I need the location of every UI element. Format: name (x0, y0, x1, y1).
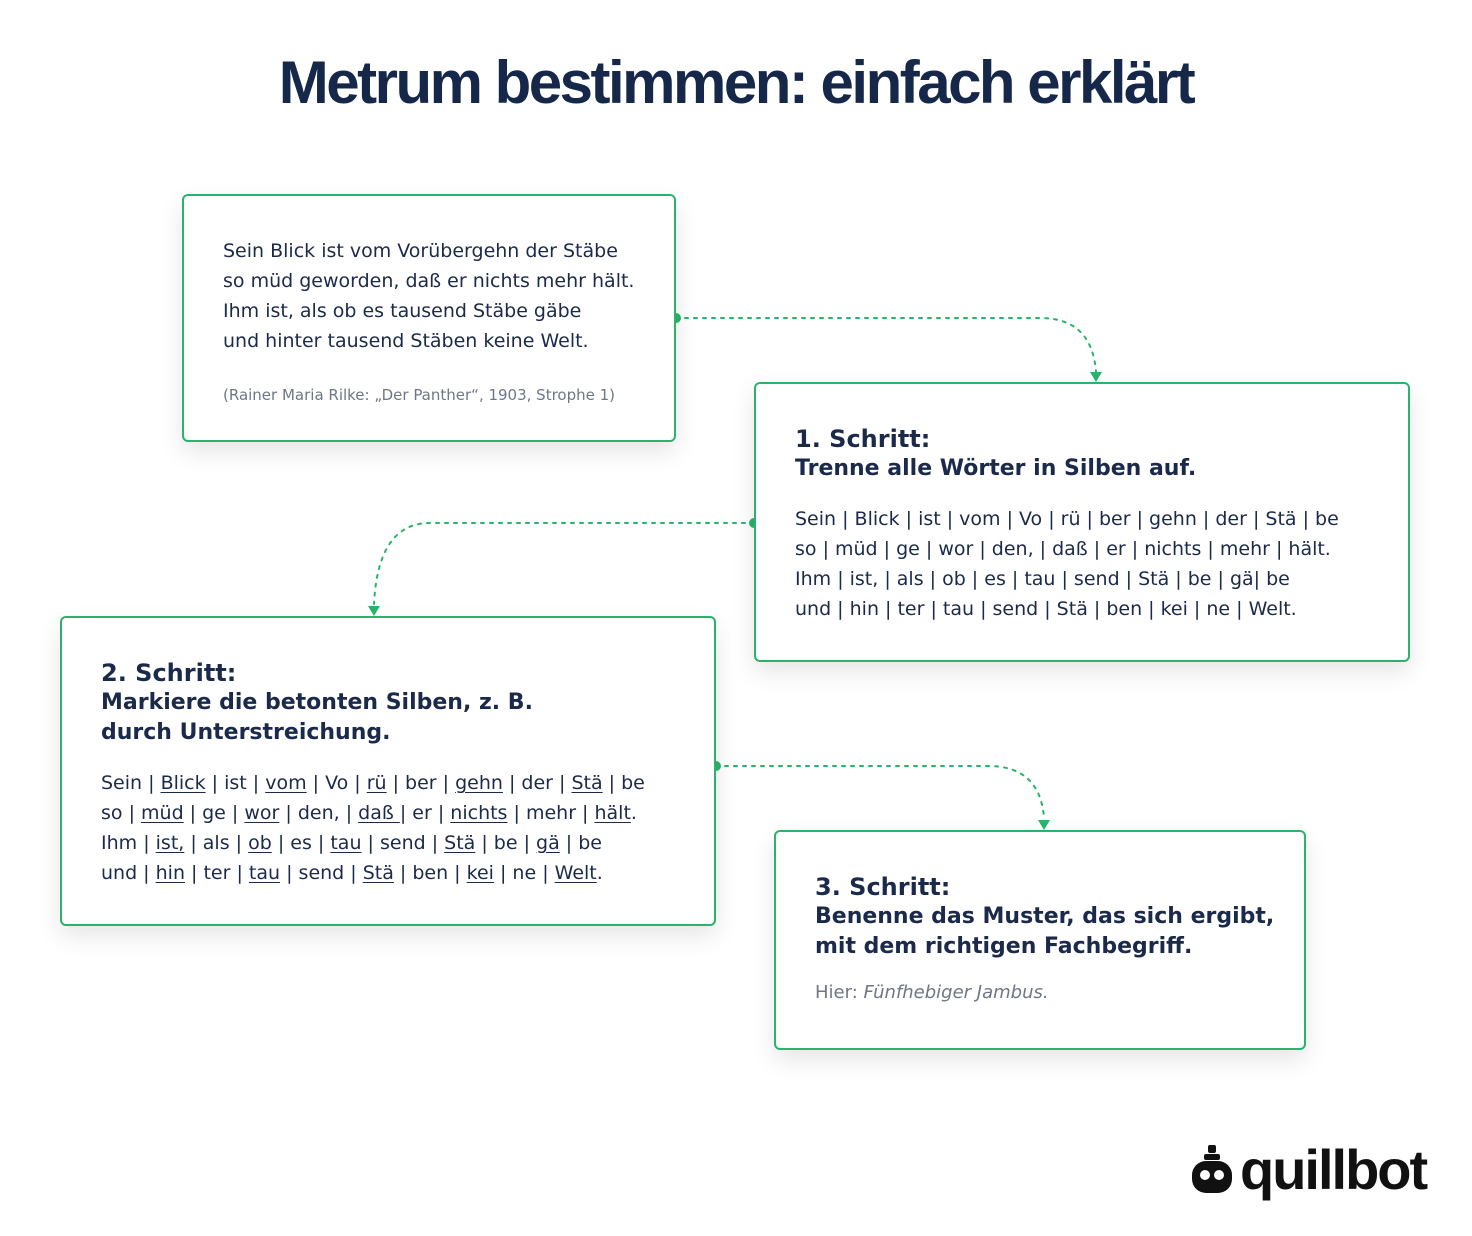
syllable-text: | (142, 772, 161, 794)
stressed-syllable: daß (358, 802, 400, 824)
connector-poem-to-step1 (675, 317, 1097, 373)
step3-subtitle: mit dem richtigen Fachbegriff. (815, 934, 1193, 959)
syllable-line: Sein | Blick | ist | vom | Vo | rü | ber… (795, 508, 1339, 530)
stressed-syllable: ist, (155, 832, 185, 854)
syllable-text: | mehr | (507, 802, 595, 824)
syllable-text: | be | (475, 832, 537, 854)
step3-card: 3. Schritt: Benenne das Muster, das sich… (774, 830, 1306, 1050)
step3-title: 3. Schritt: (815, 873, 951, 901)
poem-card: Sein Blick ist vom Vorübergehn der Stäbe… (182, 194, 676, 442)
syllable-line: und | hin | ter | tau | send | Stä | ben… (101, 858, 714, 888)
arrowhead-icon (1090, 372, 1102, 382)
answer-label: Hier: (815, 982, 864, 1003)
stressed-syllables: Sein | Blick | ist | vom | Vo | rü | ber… (101, 768, 714, 888)
poem-line: Ihm ist, als ob es tausend Stäbe gäbe (223, 300, 582, 322)
syllable-line: Ihm | ist, | als | ob | es | tau | send … (101, 828, 714, 858)
step3-subtitle: Benenne das Muster, das sich ergibt, (815, 904, 1275, 929)
syllable-text: | ben | (393, 862, 467, 884)
syllable-line: Ihm | ist, | als | ob | es | tau | send … (795, 568, 1290, 590)
syllable-text: | den, | (279, 802, 359, 824)
syllable-line: und | hin | ter | tau | send | Stä | ben… (795, 598, 1297, 620)
stressed-syllable: Stä (362, 862, 394, 884)
step2-subtitle: Markiere die betonten Silben, z. B. (101, 690, 533, 715)
syllable-text: . (596, 862, 603, 884)
step1-card: 1. Schritt: Trenne alle Wörter in Silben… (754, 382, 1410, 662)
syllable-text: | es | (271, 832, 331, 854)
quillbot-logo: quillbot (1190, 1138, 1428, 1201)
step2-card: 2. Schritt: Markiere die betonten Silben… (60, 616, 716, 926)
step1-subtitle: Trenne alle Wörter in Silben auf. (795, 456, 1197, 481)
quillbot-robot-icon (1192, 1145, 1232, 1193)
syllable-text: . (630, 802, 637, 824)
syllable-text: | ist | (205, 772, 266, 794)
stressed-syllable: nichts (450, 802, 508, 824)
connector-step2-to-step3 (715, 765, 1045, 819)
syllable-text: | er | (399, 802, 451, 824)
syllable-text: und | (101, 862, 156, 884)
syllable-text: Ihm | (101, 832, 156, 854)
stressed-syllable: vom (265, 772, 307, 794)
stressed-syllable: tau (330, 832, 362, 854)
syllable-text: | ber | (386, 772, 456, 794)
stressed-syllable: ob (248, 832, 272, 854)
poem-citation: (Rainer Maria Rilke: „Der Panther“, 1903… (223, 386, 616, 404)
stressed-syllable: gehn (455, 772, 503, 794)
stressed-syllable: hin (155, 862, 185, 884)
syllable-text: | Vo | (306, 772, 367, 794)
syllable-line: so | müd | ge | wor | den, | daß | er | … (795, 538, 1331, 560)
step2-subtitle: durch Unterstreichung. (101, 720, 391, 745)
syllable-line: Sein | Blick | ist | vom | Vo | rü | ber… (101, 768, 714, 798)
syllable-text: | be (559, 832, 602, 854)
step3-answer: Hier: Fünfhebiger Jambus. (815, 982, 1304, 1003)
stressed-syllable: tau (248, 862, 281, 884)
step2-title: 2. Schritt: (101, 659, 237, 687)
stressed-syllable: müd (141, 802, 184, 824)
poem-line: und hinter tausend Stäben keine Welt. (223, 330, 589, 352)
syllable-text: | ne | (493, 862, 555, 884)
step1-title: 1. Schritt: (795, 425, 931, 453)
logo-wordmark: quillbot (1240, 1138, 1428, 1201)
stressed-syllable: Stä (571, 772, 603, 794)
poem-line: so müd geworden, daß er nichts mehr hält… (223, 270, 635, 292)
syllable-text: Sein (101, 772, 143, 794)
syllable-text: | send | (280, 862, 363, 884)
stressed-syllable: Blick (160, 772, 206, 794)
arrowhead-icon (368, 606, 380, 616)
syllable-text: | als | (184, 832, 249, 854)
syllable-text: | ter | (185, 862, 249, 884)
stressed-syllable: Stä (444, 832, 476, 854)
stressed-syllable: gä (536, 832, 560, 854)
page-title: Metrum bestimmen: einfach erklärt (278, 49, 1196, 116)
syllable-text: so | (101, 802, 142, 824)
stressed-syllable: Welt (554, 862, 597, 884)
arrowhead-icon (1038, 820, 1050, 830)
stressed-syllable: kei (466, 862, 494, 884)
syllable-text: | be (602, 772, 645, 794)
syllable-text: | send | (361, 832, 445, 854)
answer-value: Fünfhebiger Jambus. (863, 982, 1049, 1003)
poem-line: Sein Blick ist vom Vorübergehn der Stäbe (223, 240, 618, 262)
syllable-line: so | müd | ge | wor | den, | daß | er | … (101, 798, 714, 828)
stressed-syllable: wor (244, 802, 280, 824)
syllable-text: | ge | (183, 802, 245, 824)
stressed-syllable: hält (594, 802, 631, 824)
stressed-syllable: rü (366, 772, 387, 794)
syllable-text: | der | (502, 772, 572, 794)
connector-step1-to-step2 (373, 522, 755, 605)
